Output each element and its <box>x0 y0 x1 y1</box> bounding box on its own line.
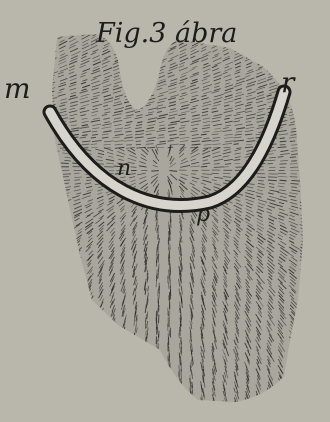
hatch-stroke <box>168 241 169 251</box>
hatch-stroke <box>136 144 141 145</box>
hatch-stroke <box>245 147 253 148</box>
hatch-stroke <box>224 147 231 148</box>
hatch-stroke <box>74 180 80 181</box>
hatch-stroke <box>236 148 241 149</box>
hatch-stroke <box>214 167 224 168</box>
figure-caption: Fig.3 ábra <box>95 18 237 49</box>
hatch-stroke <box>61 163 69 164</box>
hatch-stroke <box>234 144 239 145</box>
hatch-stroke <box>181 321 182 326</box>
hatch-stroke <box>181 350 182 356</box>
hatch-stroke <box>91 137 96 138</box>
hatch-stroke <box>64 180 70 181</box>
hatch-stroke <box>158 315 159 324</box>
hatch-stroke <box>170 219 171 228</box>
label-n: n <box>117 156 131 181</box>
hatch-stroke <box>170 228 171 234</box>
hatch-stroke <box>278 157 284 158</box>
hatch-stroke <box>104 167 113 168</box>
hatch-stroke <box>201 166 207 167</box>
hatch-stroke <box>280 145 286 146</box>
label-p: p <box>196 202 210 227</box>
hatch-stroke <box>159 286 160 294</box>
hatch-stroke <box>179 353 180 359</box>
hatch-stroke <box>290 157 296 158</box>
hatch-stroke <box>82 135 87 136</box>
hatch-stroke <box>179 333 180 338</box>
hatch-stroke <box>136 141 141 142</box>
hatch-stroke <box>180 308 181 313</box>
hatch-stroke <box>291 180 300 181</box>
label-r: r <box>281 66 296 99</box>
hatch-stroke <box>126 145 132 146</box>
hatch-stroke <box>258 180 264 181</box>
hatch-stroke <box>280 141 287 142</box>
hatch-stroke <box>191 174 196 175</box>
hatch-stroke <box>181 369 182 379</box>
hatch-stroke <box>290 141 295 142</box>
hatch-stroke <box>157 228 158 233</box>
hatch-stroke <box>280 138 285 139</box>
hatch-stroke <box>180 359 181 365</box>
hatch-stroke <box>158 273 159 279</box>
hatch-stroke <box>212 173 219 174</box>
hatch-stroke <box>151 171 159 172</box>
hatch-stroke <box>159 141 165 142</box>
hatch-stroke <box>146 330 147 335</box>
label-m: m <box>4 72 31 105</box>
hatch-stroke <box>180 330 181 336</box>
hatch-stroke <box>268 177 277 178</box>
hatch-stroke <box>147 147 155 148</box>
hatch-stroke <box>280 180 287 181</box>
hatch-stroke <box>180 144 185 145</box>
